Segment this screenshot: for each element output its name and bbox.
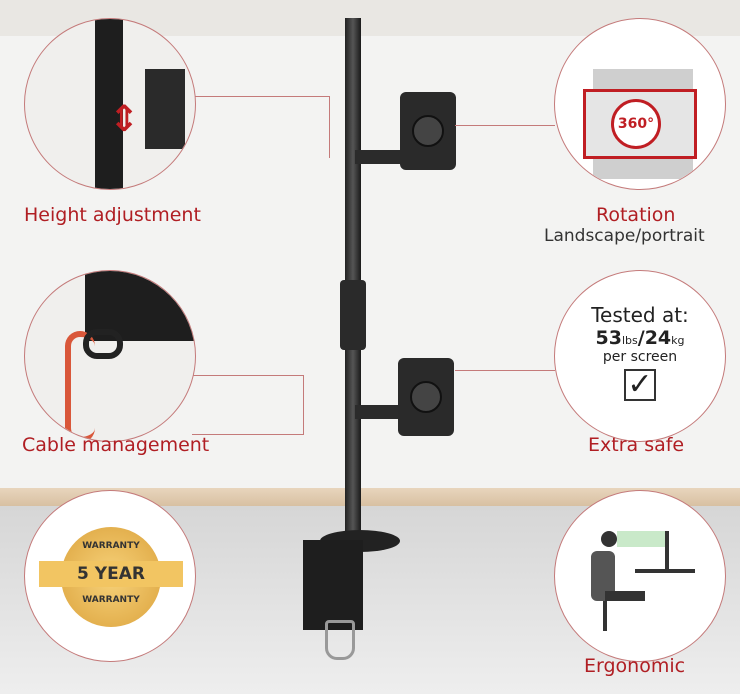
feature-rotation: 360° — [554, 18, 726, 190]
pole-coupler — [340, 280, 366, 350]
clamp-handle — [325, 620, 355, 660]
rotation-badge: 360° — [617, 116, 655, 132]
upper-arm — [355, 150, 405, 164]
feature-label: Rotation — [596, 204, 676, 226]
tested-per-screen: per screen — [602, 349, 678, 365]
feature-label: Cable management — [22, 434, 210, 456]
warranty-badge-icon: WARRANTY 5 YEAR WARRANTY — [39, 527, 183, 627]
feature-label: Extra safe — [588, 434, 685, 456]
feature-cable-management — [24, 270, 196, 442]
feature-label: Height adjustment — [24, 204, 201, 226]
rotation-icon: 360° — [611, 99, 661, 149]
tested-heading: Tested at: — [591, 303, 689, 327]
lower-arm — [355, 405, 400, 419]
desk-edge — [0, 488, 740, 506]
tested-weight: 53lbs/24kg — [595, 327, 685, 349]
lower-vesa-plate — [398, 358, 454, 436]
desk-clamp — [303, 540, 363, 630]
feature-ergonomic — [554, 490, 726, 662]
feature-height-adjustment: ⇕ — [24, 18, 196, 190]
cable-clip-icon — [83, 329, 123, 359]
connector-line — [455, 125, 555, 126]
feature-label: Ergonomic — [584, 655, 686, 677]
feature-tested: Tested at: 53lbs/24kg per screen ✓ — [554, 270, 726, 442]
height-arrow-icon: ⇕ — [109, 99, 140, 140]
checkbox-icon: ✓ — [624, 369, 656, 401]
connector-line — [455, 370, 555, 371]
connector-line — [192, 375, 304, 435]
connector-line — [190, 96, 330, 158]
upper-vesa-plate — [400, 92, 456, 170]
feature-sublabel: Landscape/portrait — [544, 226, 705, 246]
feature-warranty: WARRANTY 5 YEAR WARRANTY — [24, 490, 196, 662]
